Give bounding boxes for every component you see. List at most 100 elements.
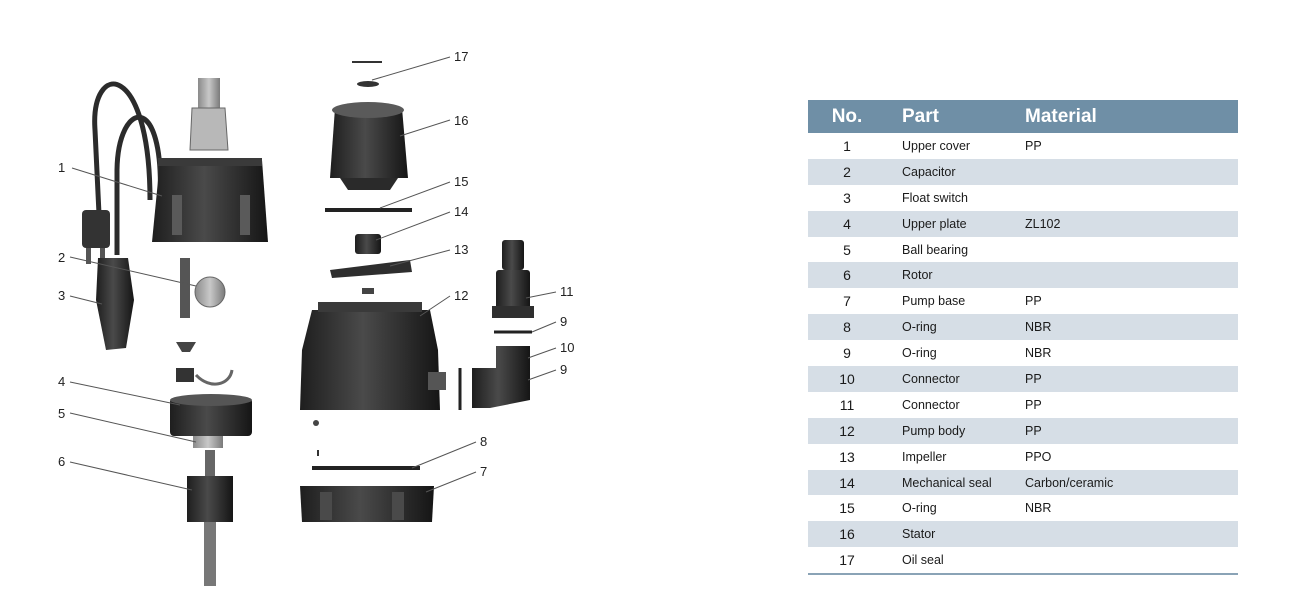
callout-12: 12 (454, 288, 468, 303)
cell-no: 16 (808, 521, 886, 548)
callout-13: 13 (454, 242, 468, 257)
part-upper-plate (170, 394, 252, 436)
cell-material: Carbon/ceramic (1025, 469, 1238, 496)
table-row: 9 O-ring NBR (808, 340, 1238, 366)
part-connector-11 (492, 240, 534, 318)
cell-no: 4 (808, 210, 886, 237)
cell-no: 9 (843, 345, 851, 362)
cell-no: 5 (843, 241, 851, 258)
header-no: No. (808, 100, 886, 133)
cell-part: O-ring (902, 346, 937, 361)
table-row: 7 Pump base PP (808, 288, 1238, 314)
callout-11: 11 (560, 284, 574, 299)
cell-part: Upper cover (902, 138, 971, 153)
cell-part: Float switch (902, 190, 968, 205)
power-cable (82, 81, 163, 264)
cell-material (1025, 158, 1238, 185)
cell-no: 10 (808, 366, 886, 392)
callout-14: 14 (454, 204, 468, 219)
callout-9: 9 (560, 314, 567, 329)
cell-no: 2 (808, 158, 886, 185)
cell-material (1025, 521, 1238, 548)
cell-no: 13 (839, 448, 855, 465)
cell-material: NBR (1025, 346, 1052, 361)
cell-part: Pump body (886, 417, 1025, 444)
cell-material: PP (1025, 366, 1238, 392)
cell-part: Impeller (902, 449, 947, 464)
cell-part: Rotor (886, 262, 1025, 289)
cell-material: PP (1025, 417, 1238, 444)
cell-no: 15 (839, 500, 855, 517)
part-pump-body (300, 302, 446, 410)
cell-part: Stator (886, 521, 1025, 548)
plug (82, 210, 110, 248)
callout-15: 15 (454, 174, 468, 189)
leader-lines (69, 56, 557, 493)
cell-no: 1 (843, 137, 851, 154)
table-row: 1 Upper cover PP (808, 133, 1238, 159)
part-upper-cover (152, 78, 268, 242)
part-connector-10 (458, 346, 530, 410)
cell-part: Ball bearing (902, 242, 969, 257)
cell-part: O-ring (902, 501, 937, 516)
cell-no: 6 (808, 262, 886, 289)
callout-9b: 9 (560, 362, 567, 377)
cell-material (1025, 185, 1238, 211)
callout-labels: 1 2 3 4 5 6 7 8 9 10 11 12 13 14 15 16 1… (58, 49, 574, 479)
cell-material: PP (1025, 397, 1042, 412)
cell-no: 14 (808, 469, 886, 496)
callout-1: 1 (58, 160, 65, 175)
header-part: Part (886, 100, 1025, 133)
cell-material (1025, 237, 1238, 263)
cell-part: Pump base (902, 294, 966, 309)
callout-6: 6 (58, 454, 65, 469)
callout-17: 17 (454, 49, 468, 64)
cell-material: NBR (1025, 314, 1238, 341)
header-material: Material (1025, 100, 1238, 133)
table-row: 5 Ball bearing (808, 237, 1238, 263)
cell-no: 3 (843, 189, 851, 206)
part-mechanical-seal (355, 234, 381, 254)
cell-material: PP (1025, 138, 1042, 153)
part-impeller (330, 260, 412, 294)
cell-part: Upper plate (886, 210, 1025, 237)
callout-4: 4 (58, 374, 65, 389)
callout-3: 3 (58, 288, 65, 303)
part-oil-seal (352, 61, 382, 87)
table-row: 3 Float switch (808, 185, 1238, 211)
cell-part: Connector (902, 397, 960, 412)
part-stator (330, 102, 408, 190)
callout-2: 2 (58, 250, 65, 265)
callout-10: 10 (560, 340, 574, 355)
part-capacitor (180, 258, 226, 318)
table-header-row: No. Part Material (808, 100, 1238, 133)
cell-material (1025, 262, 1238, 289)
cell-no: 11 (839, 396, 855, 413)
callout-8: 8 (480, 434, 487, 449)
callout-16: 16 (454, 113, 468, 128)
cell-no: 17 (808, 547, 886, 576)
cell-material: PP (1025, 294, 1042, 309)
callout-5: 5 (58, 406, 65, 421)
exploded-view-diagram: 1 2 3 4 5 6 7 8 9 10 11 12 13 14 15 16 1… (58, 49, 574, 586)
part-ball-bearing (193, 436, 223, 448)
cell-no: 8 (808, 314, 886, 341)
cell-part: Mechanical seal (886, 469, 1025, 496)
cell-no: 12 (808, 417, 886, 444)
cell-part: Connector (886, 366, 1025, 392)
cell-no: 7 (843, 293, 851, 310)
cell-part: Capacitor (886, 158, 1025, 185)
callout-7: 7 (480, 464, 487, 479)
